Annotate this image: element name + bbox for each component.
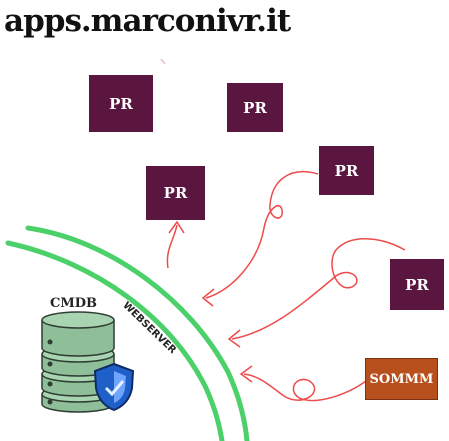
sommm-box-label: SOMMM [369,371,434,387]
webserver-boundary-outer [25,225,250,441]
pr-box-5-label: PR [405,275,429,294]
shield-icon [92,362,136,412]
pr-box-1: PR [89,75,153,132]
pr-box-3-label: PR [334,161,359,180]
arrow-to-pr [166,224,178,269]
webserver-boundary-inner [5,240,225,441]
arrowhead-to-pr [168,220,185,234]
page-title: apps.marconivr.it [4,3,291,39]
pr-box-4: PR [146,166,205,220]
arrow-sommm-to-webserver [243,373,367,402]
sommm-box: SOMMM [365,358,438,400]
arrow-pr4-to-webserver [231,238,406,340]
pr-box-5: PR [390,259,444,310]
pr-box-2: PR [227,83,283,132]
arrowhead-pr4 [227,329,241,348]
arrow-pr3-to-webserver [205,171,319,299]
faint-mark [160,58,166,65]
cmdb-label: CMDB [50,296,97,311]
arrowhead-pr3 [201,288,215,307]
arrowhead-sommm [239,365,253,383]
pr-box-4-label: PR [163,184,188,202]
pr-box-3: PR [319,146,374,195]
pr-box-1-label: PR [109,94,133,113]
pr-box-2-label: PR [243,98,267,117]
